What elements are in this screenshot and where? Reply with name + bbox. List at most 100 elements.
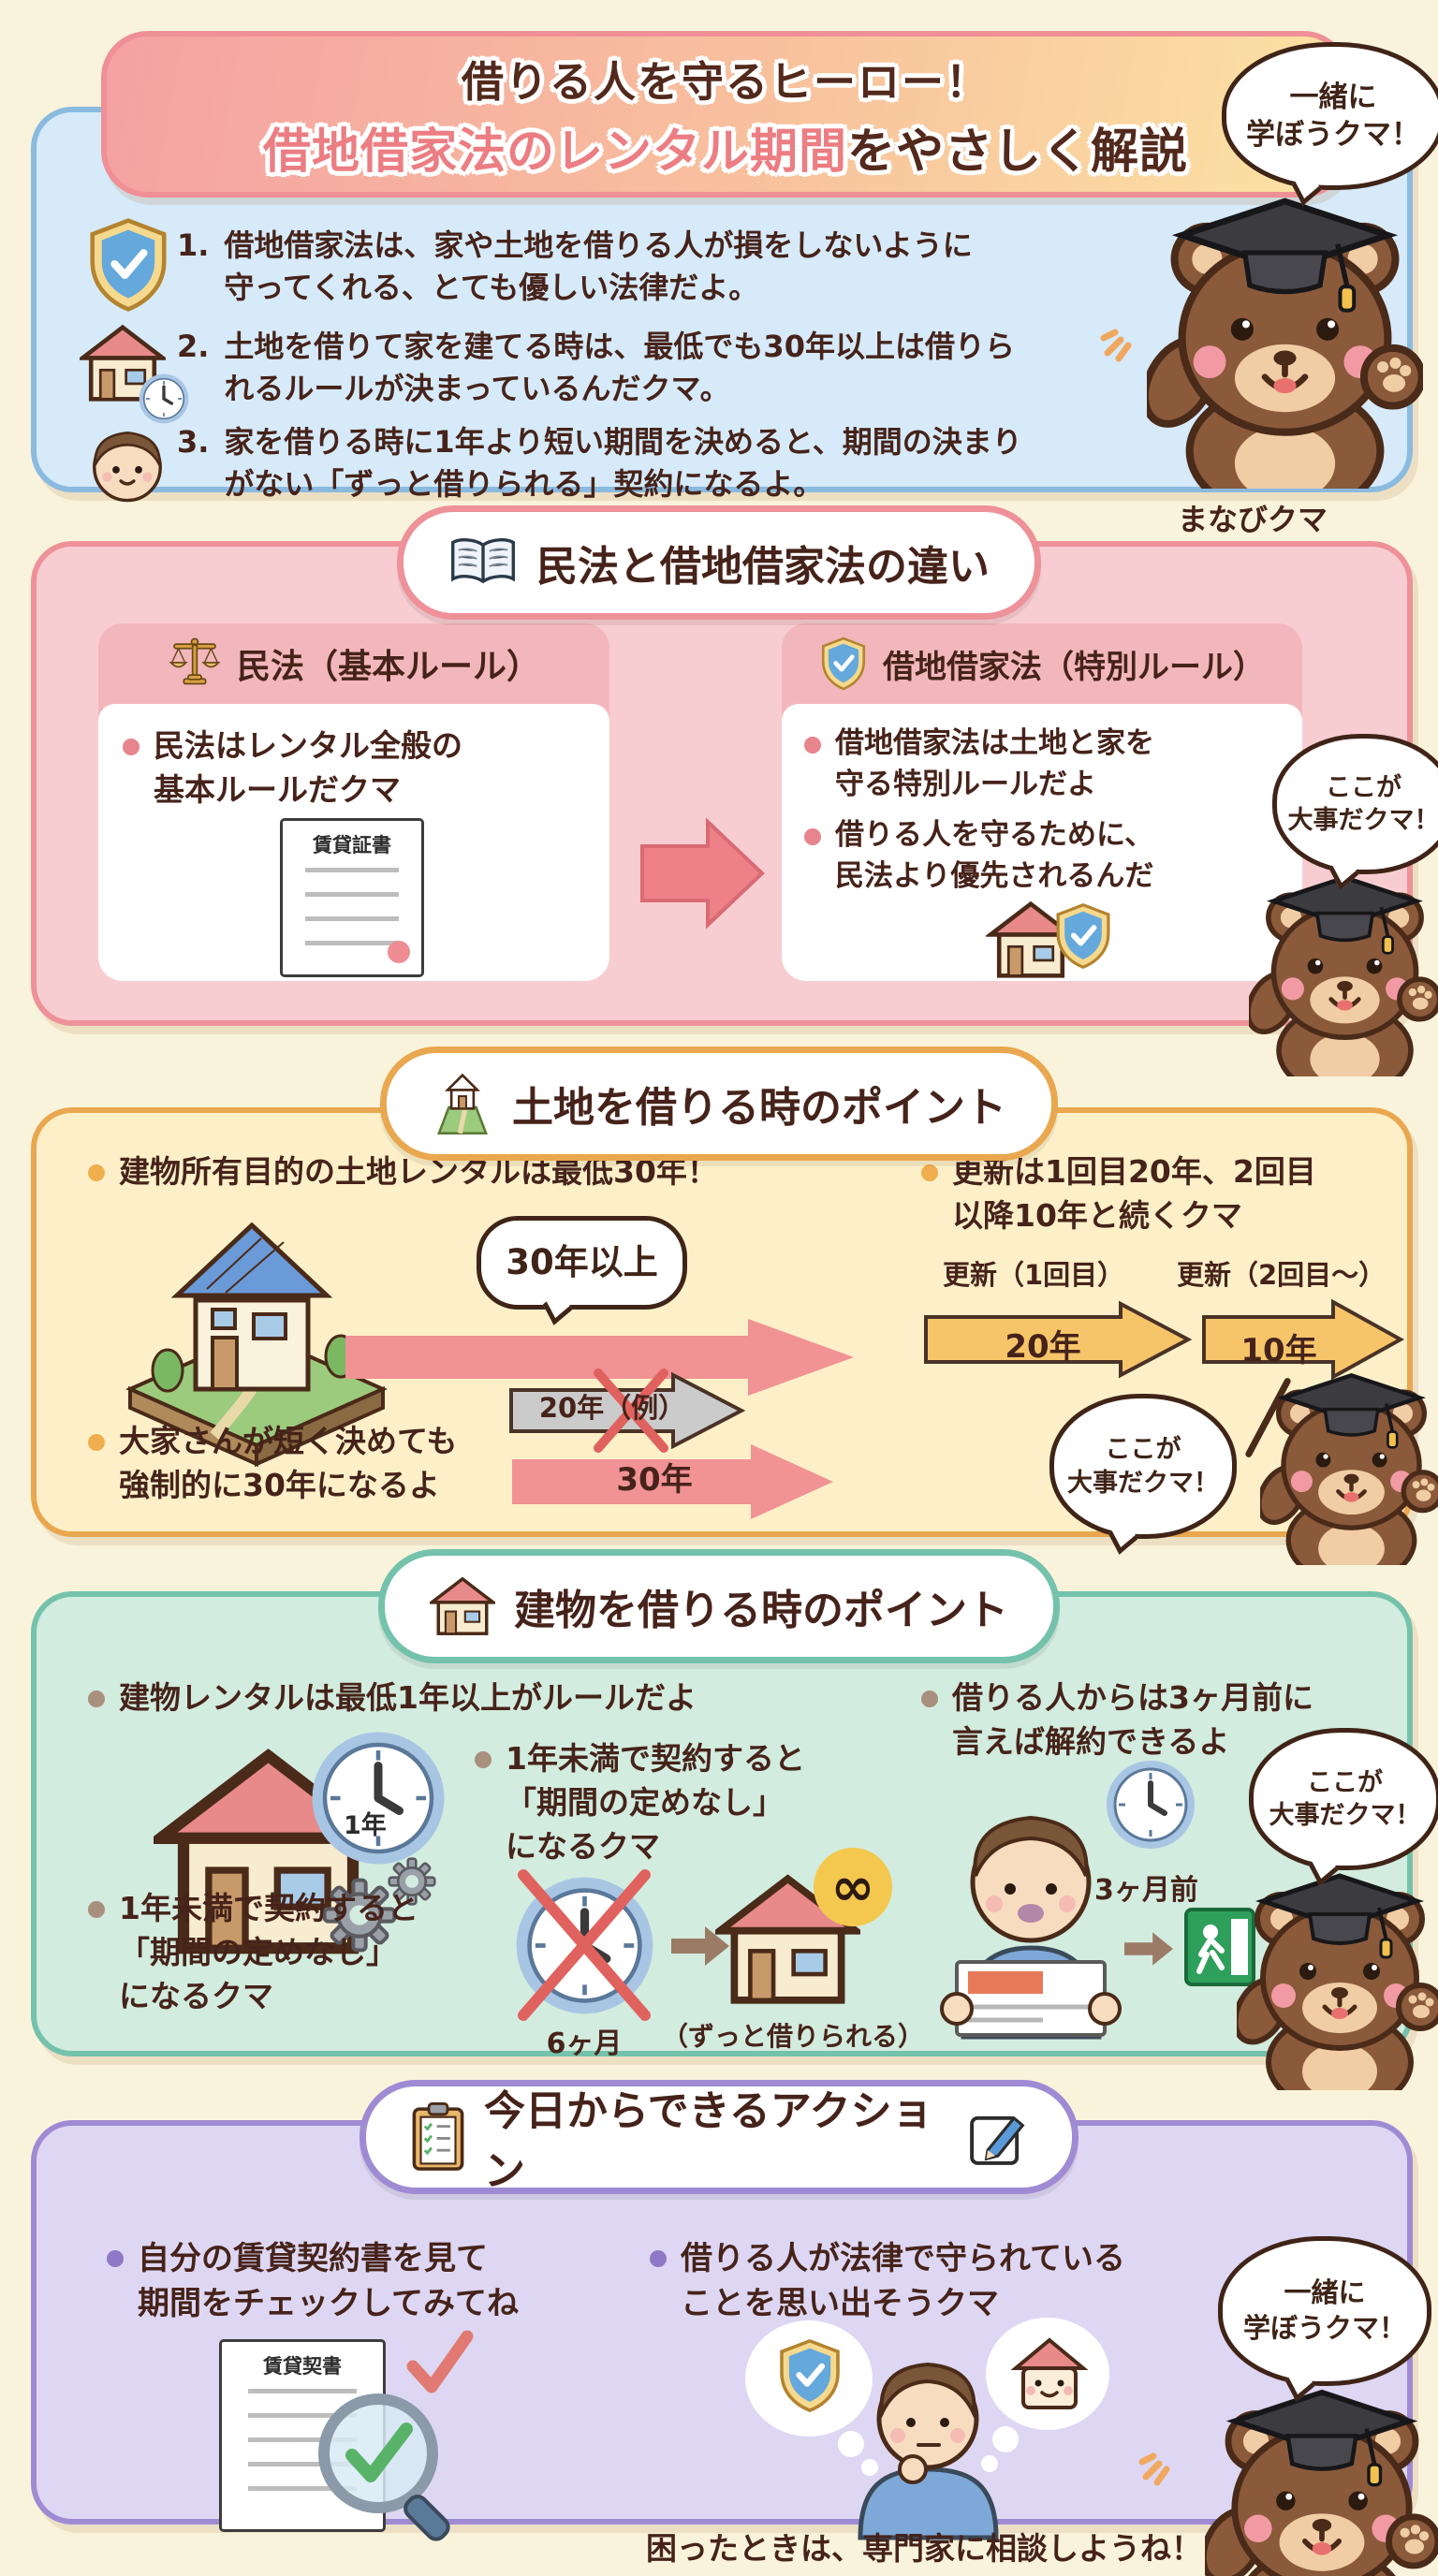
tenant-person-illustration <box>940 1815 1122 2040</box>
civil-law-bullet: 民法はレンタル全般の 基本ルールだクマ <box>123 724 462 812</box>
transition-arrow-icon <box>640 817 765 929</box>
exit-sign-icon <box>1184 1908 1255 1986</box>
doc-title: 賃貸契書 <box>263 2355 342 2378</box>
law-section-card: 民法（基本ルール） 民法はレンタル全般の 基本ルールだクマ 賃貸証書 <box>31 541 1438 1026</box>
bullet-dot <box>475 1751 492 1768</box>
speech-bubble: 一緒に 学ぼうクマ！ <box>1222 42 1438 190</box>
bullet-text: 借りる人からは3ヶ月前に 言えば解約できるよ <box>952 1679 1313 1760</box>
land-bullet-renewal: 更新は1回目20年、2回目 以降10年と続くクマ <box>921 1150 1316 1238</box>
bear-illustration <box>1260 1370 1438 1565</box>
book-icon <box>451 538 515 584</box>
law-section-header: 民法と借地借家法の違い <box>397 505 1041 620</box>
magnifier-icon <box>318 2393 450 2541</box>
arrow-right-icon <box>671 1926 729 1966</box>
land-section-title: 土地を借りる時のポイント <box>512 1084 1006 1132</box>
bubble-30years: 30年以上 <box>477 1216 687 1310</box>
doc-stamp <box>388 941 410 963</box>
shield-check-icon <box>819 637 868 691</box>
arrow-10-label: 10年 <box>1240 1332 1317 1369</box>
bullet-dot <box>123 739 139 755</box>
thinking-person-illustration <box>745 2318 1109 2540</box>
arrow-20-label: 20年 <box>1005 1328 1081 1366</box>
bullet-text: 自分の賃貸契約書を見て 期間をチェックしてみてね <box>138 2240 519 2323</box>
clipboard-icon <box>412 2102 464 2171</box>
intro-num: 1. <box>177 227 210 263</box>
house-on-land-illustration <box>125 1222 388 1468</box>
scales-icon <box>169 637 221 685</box>
action-bullet-check: 自分の賃貸契約書を見て 期間をチェックしてみてね <box>107 2236 519 2327</box>
bullet-dot <box>921 1690 938 1707</box>
bullet-text: 1年未満で契約すると 「期間の定めなし」 になるクマ <box>119 1890 418 2014</box>
house-icon <box>430 1576 495 1636</box>
footer-note: 困ったときは、専門家に相談しようね！ <box>646 2530 1202 2567</box>
bullet-text: 借りる人を守るために、 民法より優先されるんだ <box>835 818 1154 894</box>
renewal2-label: 更新（2回目〜） <box>1177 1259 1387 1291</box>
civil-law-card: 民法（基本ルール） 民法はレンタル全般の 基本ルールだクマ 賃貸証書 <box>98 623 609 981</box>
hero-title-rest: をやさしく解説 <box>847 124 1189 180</box>
bullet-dot <box>921 1164 938 1181</box>
intro-num: 3. <box>177 424 210 460</box>
hero-title-line2: 借地借家法のレンタル期間をやさしく解説 <box>263 112 1188 182</box>
bullet-dot <box>804 737 821 754</box>
speech-bubble: ここが 大事だクマ！ <box>1272 734 1438 874</box>
before-3m-label: 3ヶ月前 <box>1094 1874 1198 1907</box>
lease-act-bullet-1: 借地借家法は土地と家を 守る特別ルールだよ <box>804 723 1154 805</box>
renewal-10-arrow <box>1202 1298 1405 1381</box>
bear-illustration <box>1237 1870 1438 2090</box>
min-30-years-arrow <box>345 1319 854 1396</box>
shield-check-icon <box>1053 902 1113 970</box>
bullet-text: 借地借家法は土地と家を 守る特別ルールだよ <box>835 726 1154 802</box>
land-bullet-force: 大家さんが短く決めても 強制的に30年になるよ <box>88 1420 457 1508</box>
intro-text: 家を借りる時に1年より短い期間を決めると、期間の決まり がない「ずっと借りられる… <box>224 424 1022 502</box>
bear-illustration <box>1249 872 1438 1076</box>
bear-illustration <box>1147 194 1423 489</box>
intro-num: 2. <box>177 329 210 364</box>
bullet-text: 民法はレンタル全般の 基本ルールだクマ <box>154 727 462 808</box>
doc-lines <box>304 868 400 958</box>
action-bullet-remember: 借りる人が法律で守られている ことを思い出そうクマ <box>650 2236 1125 2327</box>
hero-banner: 借りる人を守るヒーロー！ 借地借家法のレンタル期間をやさしく解説 <box>101 31 1350 198</box>
pencil-memo-icon <box>970 2115 1025 2165</box>
renewal-20-arrow <box>924 1300 1193 1379</box>
lease-act-card-header: 借地借家法（特別ルール） <box>782 623 1302 704</box>
bear-illustration <box>1205 2386 1438 2576</box>
red-cross-icon <box>518 1869 651 2021</box>
arrow-right-icon <box>1124 1932 1173 1966</box>
clock-6m-label: 6ヶ月 <box>546 2027 623 2060</box>
bullet-text: 1年未満で契約すると 「期間の定めなし」 になるクマ <box>506 1740 805 1865</box>
doc-title: 賃貸証書 <box>313 834 391 856</box>
building-section-header: 建物を借りる時のポイント <box>378 1549 1060 1663</box>
action-section-title: 今日からできるアクション <box>484 2087 933 2195</box>
clock-icon <box>1104 1758 1197 1852</box>
bullet-dot <box>88 1164 105 1181</box>
lease-act-bullet-2: 借りる人を守るために、 民法より優先されるんだ <box>804 814 1153 897</box>
land-section-card: 建物所有目的の土地レンタルは最低30年！ 更新は1回目20年、2回目 以降10年… <box>31 1107 1413 1537</box>
boy-face-icon <box>93 432 162 503</box>
speech-bubble: ここが 大事だクマ！ <box>1249 1728 1438 1870</box>
arrow-30-label: 30年 <box>616 1461 693 1499</box>
shield-check-icon <box>85 217 171 313</box>
red-check-icon <box>406 2330 474 2393</box>
building-bullet-nofix-2: 1年未満で契約すると 「期間の定めなし」 になるクマ <box>88 1887 418 2019</box>
lease-certificate-doc: 賃貸証書 <box>280 818 424 977</box>
bullet-dot <box>88 1690 105 1707</box>
bullet-text: 更新は1回目20年、2回目 以降10年と続くクマ <box>952 1153 1316 1234</box>
bear-mascot-top: 一緒に 学ぼうクマ！ <box>1100 42 1438 482</box>
hero-title-highlight: 借地借家法のレンタル期間 <box>262 124 847 180</box>
land-house-icon <box>437 1073 488 1134</box>
civil-law-card-header: 民法（基本ルール） <box>98 623 609 704</box>
intro-item-1: 1. 借地借家法は、家や土地を借りる人が損をしないように 守ってくれる、とても優… <box>177 225 1113 309</box>
infinity-badge: ∞ <box>814 1848 892 1926</box>
bullet-text: 大家さんが短く決めても 強制的に30年になるよ <box>119 1423 458 1503</box>
intro-text: 土地を借りて家を建てる時は、最低でも30年以上は借りら れるルールが決まっている… <box>224 329 1015 406</box>
one-year-clock-icon <box>308 1728 448 1868</box>
speech-bubble: ここが 大事だクマ！ <box>1049 1394 1237 1539</box>
intro-item-2: 2. 土地を借りて家を建てる時は、最低でも30年以上は借りら れるルールが決まっ… <box>177 326 1113 410</box>
building-section-title: 建物を借りる時のポイント <box>514 1587 1008 1634</box>
hero-title-line1: 借りる人を守るヒーロー！ <box>461 56 990 107</box>
speech-bubble: 一緒に 学ぼうクマ！ <box>1218 2236 1431 2386</box>
lease-act-title: 借地借家法（特別ルール） <box>883 648 1265 686</box>
mascot-name-label: まなびクマ <box>1178 502 1328 537</box>
renewal1-label: 更新（1回目） <box>943 1259 1125 1291</box>
